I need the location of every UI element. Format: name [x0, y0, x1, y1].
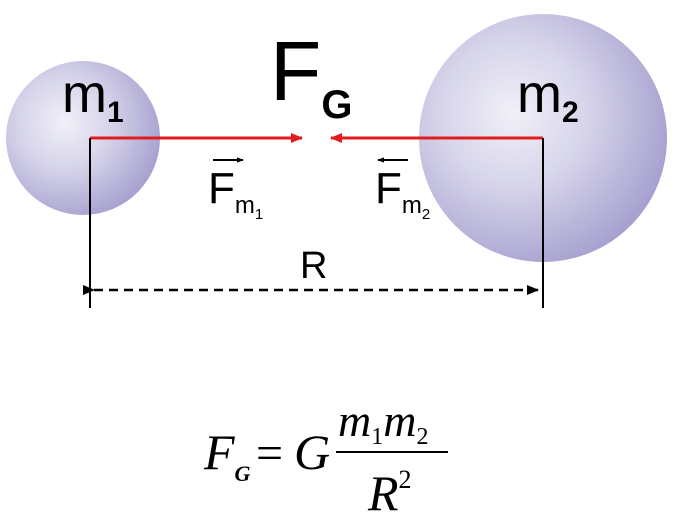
- formula-constant: G: [294, 424, 330, 480]
- force-vector-label-m2: Fm2: [375, 157, 430, 223]
- svg-text:Fm1: Fm1: [208, 164, 263, 223]
- svg-text:Fm2: Fm2: [375, 164, 430, 223]
- mass-1-label: m1: [62, 64, 124, 129]
- formula-numerator: m1m2: [338, 395, 428, 450]
- gravitation-formula: FG = G m1m2 R2: [203, 395, 448, 521]
- gravity-force-label: FG: [270, 24, 352, 127]
- force-vector-label-m1: Fm1: [208, 157, 263, 223]
- mass-2-label: m2: [517, 64, 579, 129]
- formula-denominator: R2: [367, 465, 412, 521]
- formula-equals: =: [256, 427, 283, 480]
- distance-label: R: [300, 245, 327, 287]
- mass-1-sphere: [6, 61, 160, 215]
- formula-lhs: FG: [203, 424, 251, 486]
